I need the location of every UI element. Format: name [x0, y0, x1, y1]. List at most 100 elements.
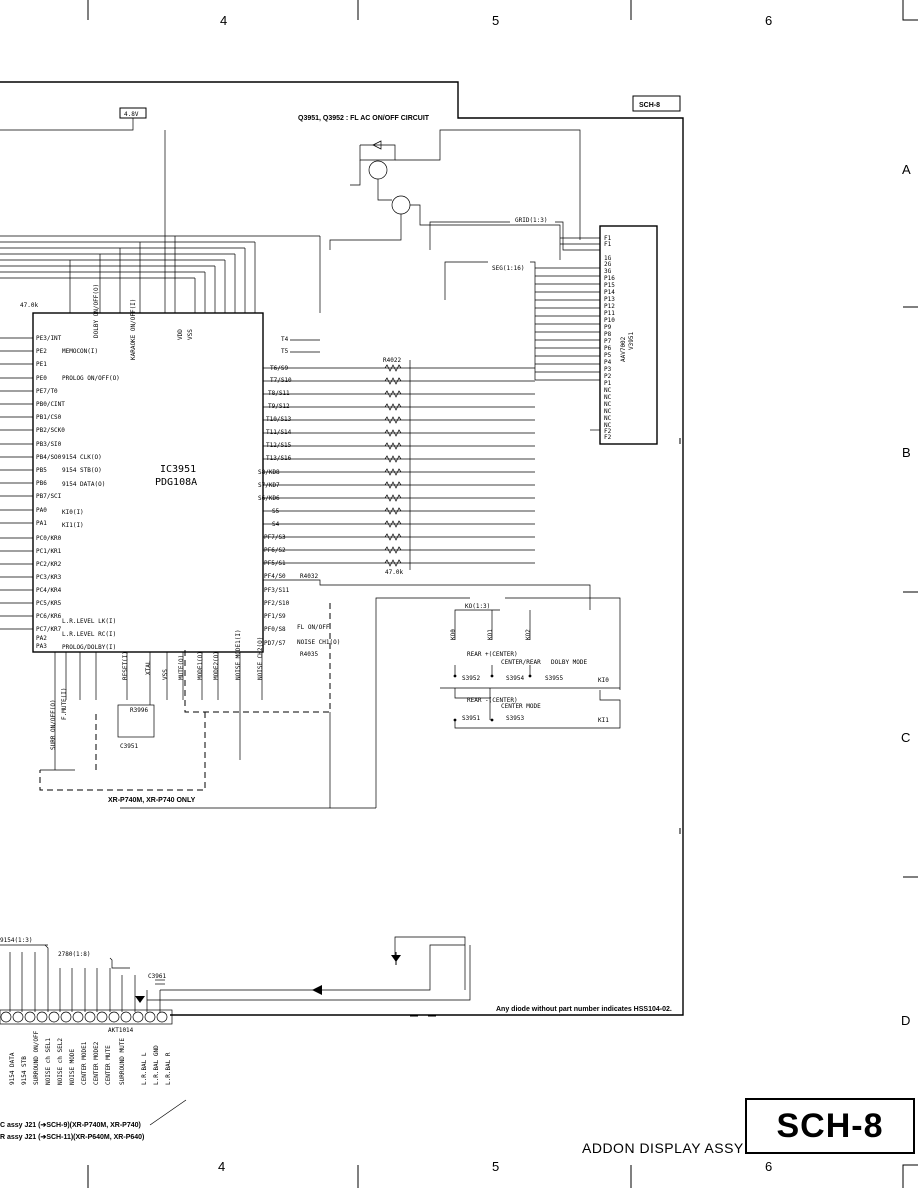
connector-labels: 9154 DATA 9154 STB SURROUND ON/OFF NOISE…	[9, 1030, 172, 1085]
signal-label: L.R.LEVEL RC(I)	[62, 631, 116, 638]
switch-s3952: S3952	[462, 675, 480, 682]
fl-tube-ref: V3951	[628, 332, 635, 350]
pin-label: T5	[281, 348, 289, 355]
connector-label: NOISE ch SEL1	[45, 1038, 52, 1085]
pin-label: T13/S16	[266, 455, 292, 462]
pin-label: PC5/KR5	[36, 600, 62, 607]
pin-label: PE3/INT	[36, 335, 62, 342]
switch-s3951-label: REAR -(CENTER)	[467, 697, 518, 704]
signal-label: KI1(I)	[62, 522, 84, 529]
svg-text:F2: F2	[604, 428, 612, 435]
signal-label: 9154 STB(O)	[62, 467, 102, 474]
connector-label: L.R.BAL R	[165, 1052, 172, 1085]
pin-label: PA3	[36, 643, 47, 650]
signal-label: VSS	[162, 669, 169, 680]
model-only-note: XR-P740M, XR-P740 ONLY	[108, 797, 196, 804]
pin-label: PB7/SCI	[36, 493, 62, 500]
pin-label: T8/S11	[268, 390, 290, 397]
transistor-q3951-icon	[368, 160, 388, 180]
ground-arrow-icon-2	[135, 996, 145, 1003]
signal-label: SURR ON/OFF(O)	[50, 699, 57, 750]
svg-text:P1: P1	[604, 380, 612, 387]
sheet-tag-small-frame	[632, 95, 681, 112]
svg-text:P11: P11	[604, 310, 615, 317]
switch-s3951: S3951	[462, 715, 480, 722]
ko-bus-label: KO(1:3)	[465, 603, 490, 610]
ic-left-signals: MEMOCON(I) PROLOG ON/OFF(O) 9154 CLK(O) …	[62, 348, 120, 651]
pin-label: PB5	[36, 467, 47, 474]
connector-label: 9154 DATA	[9, 1052, 16, 1085]
fl-tube-part: AAV7002	[620, 336, 627, 362]
ic-right-pins: T4 T5 T6/S9 T7/S10 T8/S11 T9/S12 T10/S13…	[258, 336, 292, 647]
ko0-label: KO0	[450, 629, 457, 640]
pin-label: S6/KD6	[258, 495, 280, 502]
signal-label: NOISE CH1(O)	[297, 639, 340, 646]
signal-label: MODE2(O)	[213, 651, 220, 680]
switch-s3954-label: CENTER/REAR	[501, 659, 541, 666]
signal-label: PROLOG/DOLBY(I)	[62, 644, 116, 651]
signal-label: MEMOCON(I)	[62, 348, 98, 355]
connector-label: SURROUND MUTE	[119, 1038, 126, 1085]
connector-label: CENTER MODE2	[93, 1041, 100, 1085]
ic-right-signals: FL ON/OFF NOISE CH1(O)	[297, 624, 340, 646]
diode-icon	[372, 140, 382, 150]
svg-text:2G: 2G	[604, 261, 612, 268]
upper-bus-wires	[0, 130, 321, 313]
resistor-ladder	[384, 364, 402, 567]
key-matrix	[263, 579, 621, 808]
pin-label: S7/KD7	[258, 482, 280, 489]
svg-text:P9: P9	[604, 324, 612, 331]
signal-label: 9154 DATA(O)	[62, 481, 105, 488]
signal-label: VSS	[187, 329, 194, 340]
ko2-label: KO2	[525, 629, 532, 640]
svg-text:P14: P14	[604, 289, 615, 296]
pin-label: T11/S14	[266, 429, 292, 436]
pin-label: PF7/S3	[264, 534, 286, 541]
svg-text:P15: P15	[604, 282, 615, 289]
pin-label: PE0	[36, 375, 47, 382]
svg-text:NC: NC	[604, 408, 612, 415]
ic3951-body	[32, 312, 264, 653]
r3984-value: 47.0k	[20, 302, 38, 309]
pin-label: PA1	[36, 520, 47, 527]
r3996-label: R3996	[130, 707, 148, 714]
svg-text:NC: NC	[604, 422, 612, 429]
assembly-title: ADDON DISPLAY ASSY	[582, 1140, 744, 1156]
pin-label: PE1	[36, 361, 47, 368]
ic-part: PDG108A	[155, 477, 197, 488]
pin-label: PA0	[36, 507, 47, 514]
pin-label: PB6	[36, 480, 47, 487]
seg-bus-label: SEG(1:16)	[492, 265, 525, 272]
pin-label: T4	[281, 336, 289, 343]
pin-label: PF5/S1	[264, 560, 286, 567]
fl-circuit-note: Q3951, Q3952 : FL AC ON/OFF CIRCUIT	[298, 115, 430, 122]
pin-label: PB2/SCK0	[36, 427, 65, 434]
crystal-block	[117, 704, 155, 738]
frame-border	[87, 0, 918, 1188]
segment-wires	[263, 339, 535, 570]
signal-label: MUTE(O)	[178, 655, 185, 680]
row-label-a: A	[902, 162, 911, 177]
ref-line-2: R assy J21 (➔SCH-11)(XR-P640M, XR-P640)	[0, 1134, 144, 1141]
svg-text:3G: 3G	[604, 268, 612, 275]
pin-label: PC6/KR6	[36, 613, 62, 620]
pin-label: PE2	[36, 348, 47, 355]
row-label-d: D	[901, 1013, 910, 1028]
ic-ref: IC3951	[160, 464, 196, 475]
svg-text:P10: P10	[604, 317, 615, 324]
pin-label: PF6/S2	[264, 547, 286, 554]
connector-label: CENTER MUTE	[105, 1045, 112, 1085]
svg-text:P6: P6	[604, 345, 612, 352]
signal-arrow-icon	[312, 985, 322, 995]
switch-labels: S3952 REAR +(CENTER) S3954 CENTER/REAR S…	[462, 651, 609, 724]
pin-label: PC7/KR7	[36, 626, 62, 633]
col-label-4: 4	[220, 13, 227, 28]
signal-label: PROLOG ON/OFF(O)	[62, 375, 120, 382]
ic-left-pin-wires	[0, 337, 33, 630]
transistor-circuit	[329, 129, 581, 260]
svg-text:P2: P2	[604, 373, 612, 380]
svg-text:P4: P4	[604, 359, 612, 366]
pin-label: PB1/CS0	[36, 414, 62, 421]
ref-line-1: C assy J21 (➔SCH-9)(XR-P740M, XR-P740)	[0, 1122, 141, 1129]
svg-text:P8: P8	[604, 331, 612, 338]
